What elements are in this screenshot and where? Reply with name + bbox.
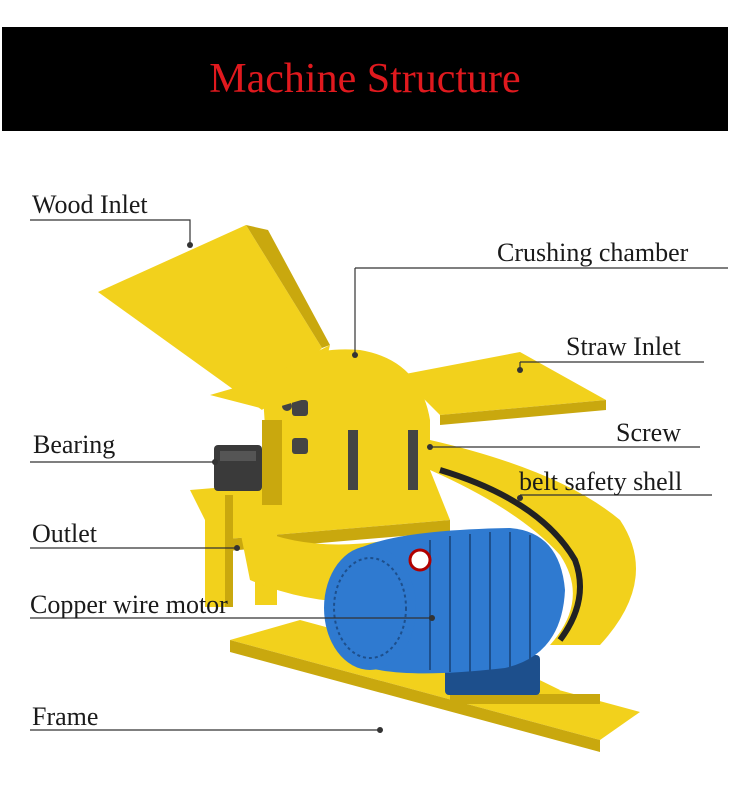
leader-dots — [187, 242, 523, 733]
title-bar: Machine Structure — [2, 27, 728, 131]
label-outlet: Outlet — [32, 519, 97, 548]
label-frame: Frame — [32, 702, 99, 731]
copper-wire-motor — [324, 528, 565, 695]
bearing-block — [214, 445, 262, 491]
belt-safety-shell — [430, 440, 636, 645]
label-crushing-chamber: Crushing chamber — [497, 238, 689, 267]
wood-inlet-hopper — [98, 225, 330, 410]
label-copper-wire-motor: Copper wire motor — [30, 590, 228, 619]
label-belt-safety-shell: belt safety shell — [519, 467, 683, 496]
label-straw-inlet: Straw Inlet — [566, 332, 681, 361]
straw-inlet-trough — [400, 352, 606, 425]
label-bearing: Bearing — [33, 430, 116, 459]
page-title: Machine Structure — [209, 56, 521, 102]
leader-lines — [30, 219, 728, 731]
label-wood-inlet: Wood Inlet — [32, 190, 148, 219]
label-screw: Screw — [616, 418, 681, 447]
